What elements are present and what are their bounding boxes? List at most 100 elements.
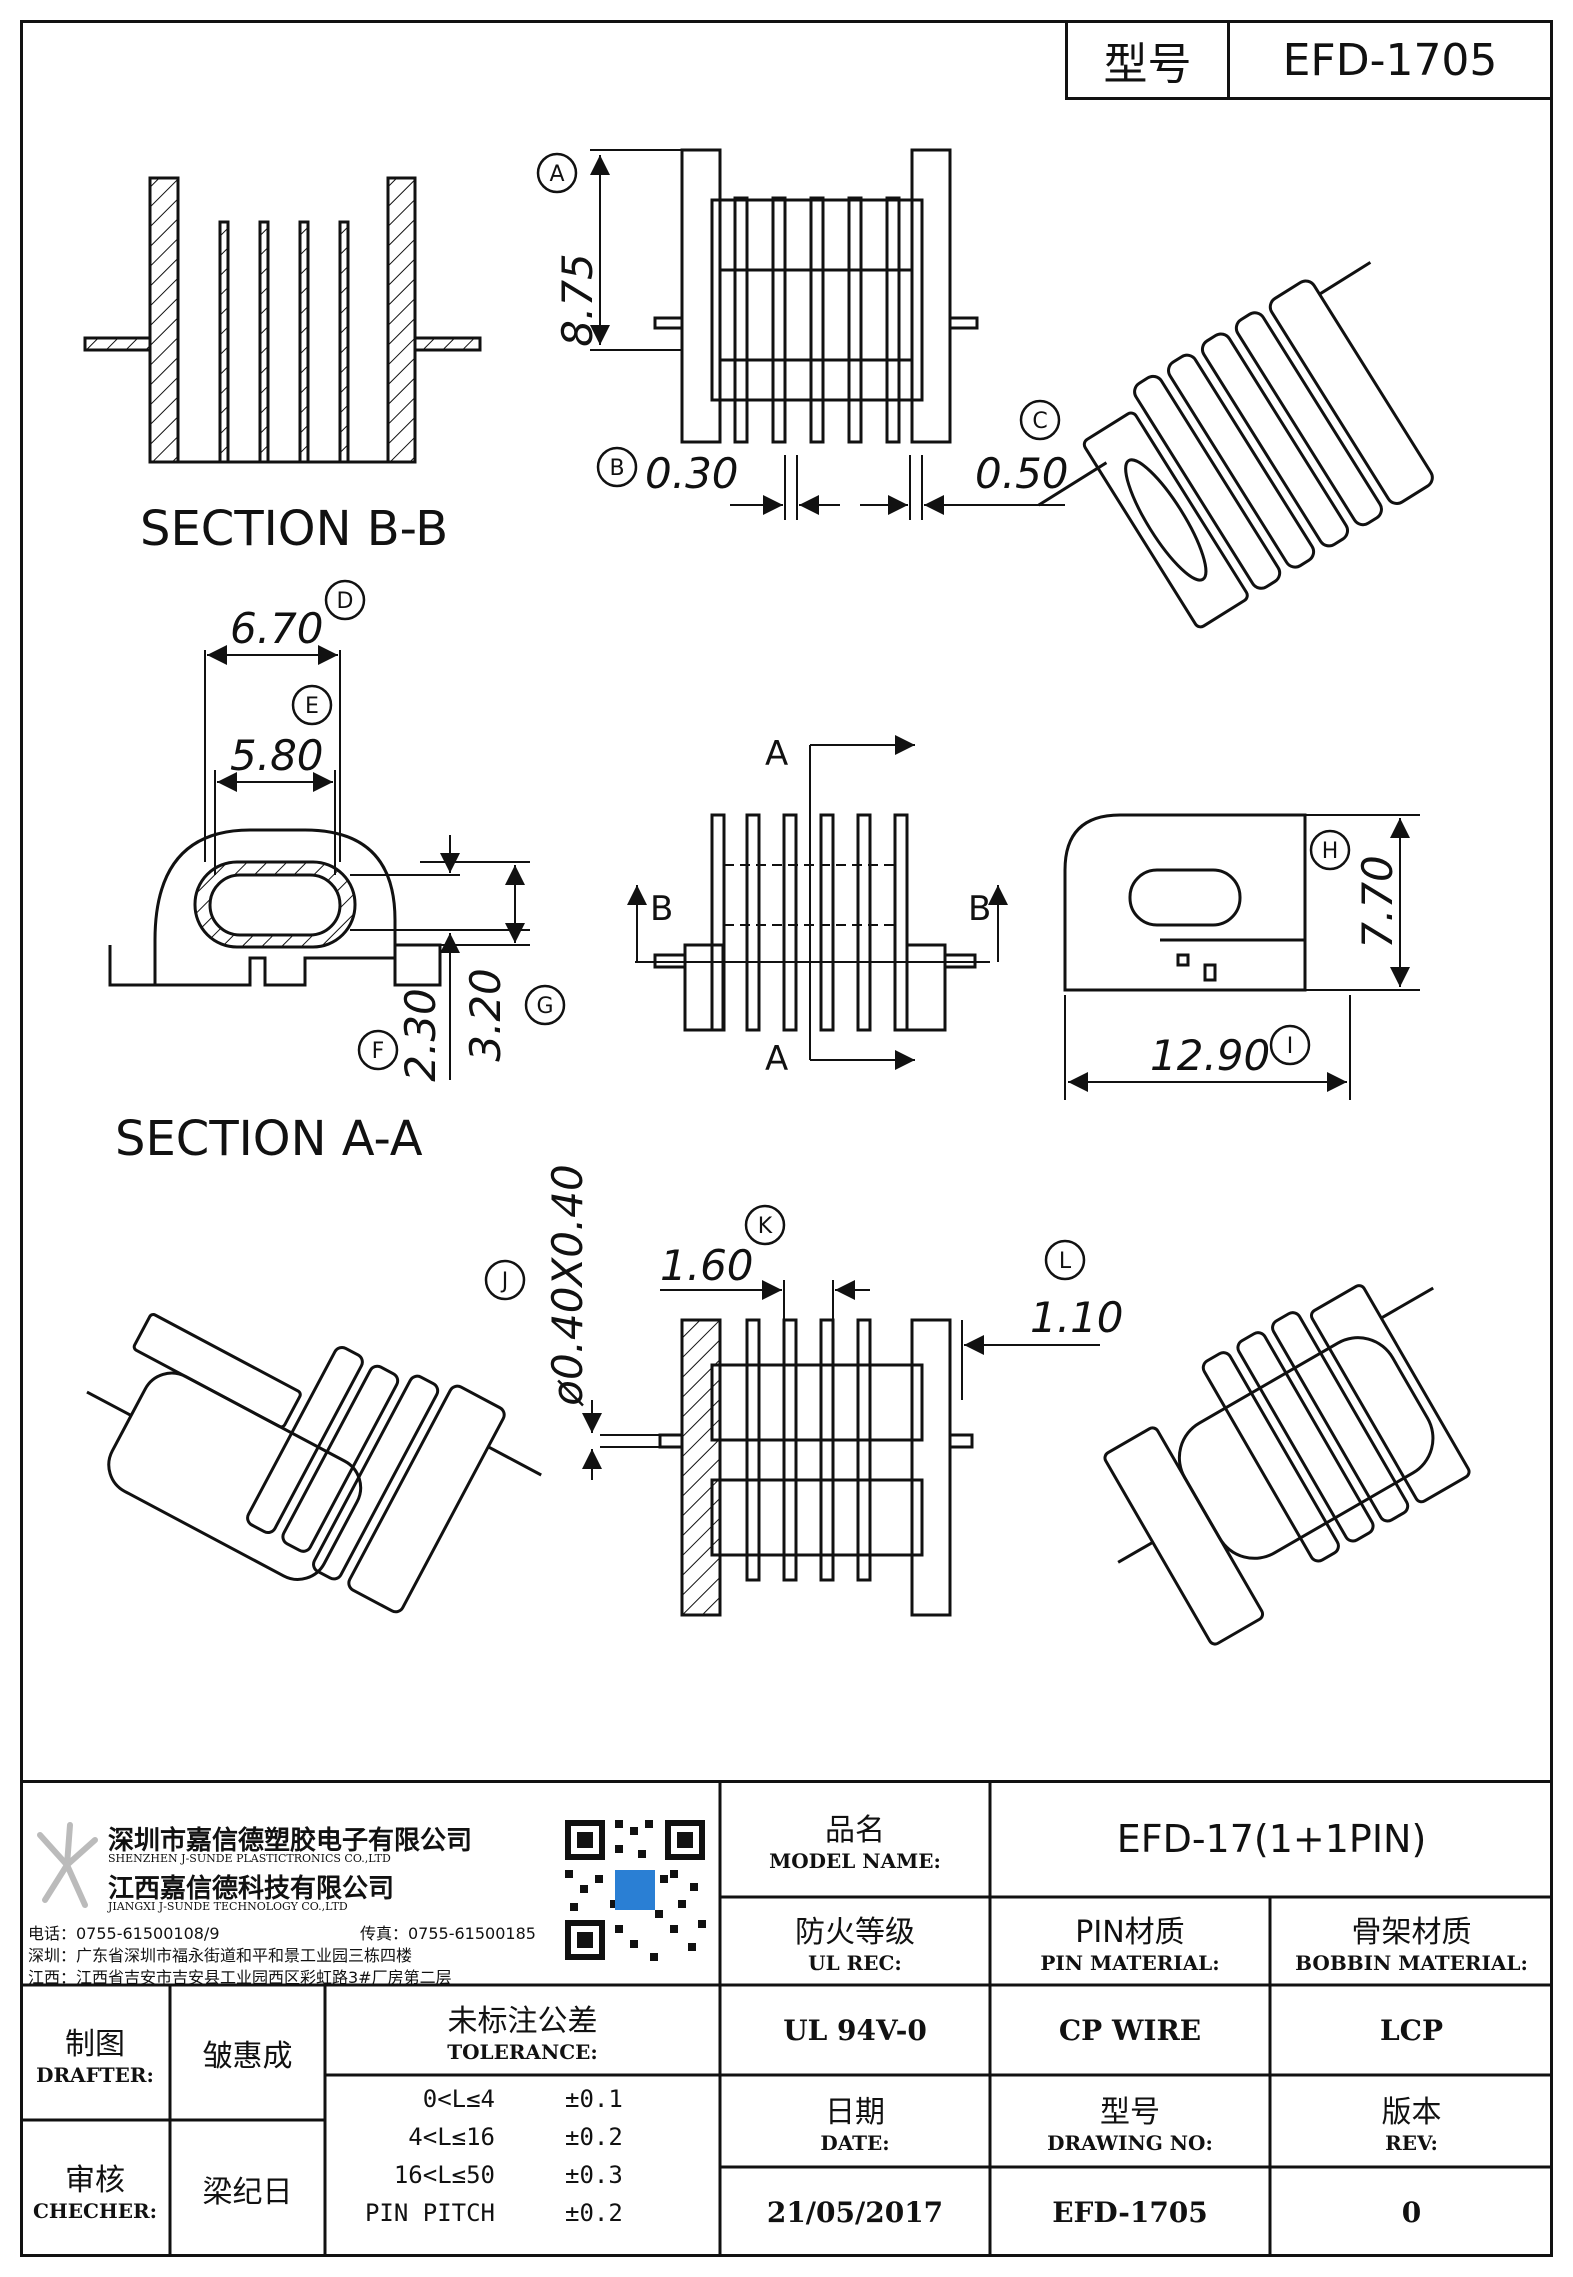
bobbin-material-en: BOBBIN MATERIAL: [1295, 1951, 1528, 1975]
tag-i: I [1287, 1034, 1294, 1059]
tolerance-range: 16<L≤50 [393, 2161, 495, 2189]
date-value-cell: 21/05/2017 [720, 2167, 990, 2257]
qr-code [560, 1815, 710, 1965]
model-name-cn: 品名 [825, 1812, 885, 1848]
checker-name: 梁纪日 [202, 2174, 293, 2210]
tolerance-range: 0<L≤4 [422, 2085, 495, 2113]
pin-value-cell: CP WIRE [990, 1985, 1270, 2075]
tag-g: G [536, 994, 553, 1019]
drafter-en: DRAFTER: [36, 2062, 154, 2087]
iso-view-bottom-right [1103, 1284, 1471, 1646]
dimension-tags: A B C D E F G H I J K L [305, 162, 1338, 1294]
model-label-cell: 型号 [1065, 20, 1230, 100]
tag-e: E [305, 694, 319, 719]
checker-name-cell: 梁纪日 [170, 2120, 325, 2257]
pin-material-cell: PIN材质 PIN MATERIAL: [990, 1897, 1270, 1985]
center-view [627, 735, 1008, 1070]
technical-drawing: A B C D E F G H I J K L 8.75 0.30 0.50 6… [83, 148, 1471, 1646]
cut-label-b-left: B [650, 889, 673, 929]
drawing-no-en: DRAWING NO: [1047, 2131, 1213, 2155]
tolerance-en: TOLERANCE: [447, 2040, 598, 2064]
drafter-label-cell: 制图 DRAFTER: [20, 1985, 170, 2120]
section-bb-view [83, 176, 482, 464]
tag-l: L [1059, 1249, 1072, 1274]
bobbin-value: LCP [1379, 2013, 1444, 2047]
pin-material-en: PIN MATERIAL: [1040, 1951, 1220, 1975]
checker-label-cell: 审核 CHECHER: [20, 2120, 170, 2257]
ul-rec-cn: 防火等级 [795, 1915, 915, 1950]
tolerance-value: ±0.2 [565, 2199, 623, 2227]
drawing-frame [20, 20, 1553, 2257]
dimension-values: 8.75 0.30 0.50 6.70 5.80 2.30 3.20 7.70 … [230, 253, 1402, 1407]
drafter-name: 皱惠成 [202, 2038, 293, 2074]
model-value: EFD-1705 [1282, 34, 1498, 86]
model-value-cell: EFD-1705 [1227, 20, 1553, 100]
rev-value-cell: 0 [1270, 2167, 1553, 2257]
tolerance-table: 0<L≤4 ±0.1 4<L≤16 ±0.2 16<L≤50 ±0.3 PIN … [325, 2080, 720, 2255]
model-name-value-cell: EFD-17(1+1PIN) [990, 1780, 1553, 1897]
company-logo [30, 1820, 105, 1915]
tolerance-cn: 未标注公差 [447, 2004, 598, 2039]
tolerance-value: ±0.1 [565, 2085, 623, 2113]
tag-j: J [500, 1269, 509, 1294]
address-jiangxi: 江西：江西省吉安市吉安县工业园西区彩虹路3#厂房第二层 [28, 1968, 452, 1987]
bobbin-material-cn: 骨架材质 [1351, 1915, 1472, 1950]
rev-label-cell: 版本 REV: [1270, 2075, 1553, 2167]
company-name-en-2: JIANGXI J-SUNDE TECHNOLOGY CO.,LTD [108, 1900, 348, 1913]
phone: 电话：0755-61500108/9 [28, 1924, 220, 1943]
section-bb-title: SECTION B-B [140, 501, 448, 557]
drawing-no-label-cell: 型号 DRAWING NO: [990, 2075, 1270, 2167]
dim-g-value: 3.20 [461, 968, 510, 1062]
company-name-en-1: SHENZHEN J-SUNDE PLASTICTRONICS CO.,LTD [108, 1852, 391, 1865]
drafter-name-cell: 皱惠成 [170, 1985, 325, 2120]
section-aa-title: SECTION A-A [115, 1111, 423, 1167]
dim-f-value: 2.30 [396, 988, 445, 1082]
ul-rec-cell: 防火等级 UL REC: [720, 1897, 990, 1985]
dim-l-value: 1.10 [1030, 1293, 1124, 1342]
drawing-no-value: EFD-1705 [1052, 2195, 1208, 2229]
dim-a-value: 8.75 [553, 253, 602, 347]
model-name-en: MODEL NAME: [769, 1848, 941, 1873]
date-label-cell: 日期 DATE: [720, 2075, 990, 2167]
tag-k: K [758, 1214, 773, 1239]
section-aa-view [108, 645, 530, 1080]
ul-value-cell: UL 94V-0 [720, 1985, 990, 2075]
bottom-front-view [582, 1280, 1100, 1617]
cut-label-a-top: A [765, 734, 788, 774]
rev-en: REV: [1385, 2131, 1438, 2155]
tolerance-value: ±0.3 [565, 2161, 623, 2189]
date-cn: 日期 [825, 2095, 885, 2130]
model-label: 型号 [1103, 39, 1192, 90]
drawing-no-cn: 型号 [1100, 2095, 1160, 2130]
date-en: DATE: [820, 2131, 890, 2155]
address-shenzhen: 深圳：广东省深圳市福永街道和平和景工业园三栋四楼 [28, 1946, 413, 1965]
tolerance-value: ±0.2 [565, 2123, 623, 2151]
bobbin-value-cell: LCP [1270, 1985, 1553, 2075]
cut-label-b-right: B [968, 889, 991, 929]
company-name-cn-1: 深圳市嘉信德塑胶电子有限公司 [108, 1826, 473, 1856]
tag-c: C [1032, 409, 1047, 434]
fax: 传真：0755-61500185 [360, 1924, 536, 1943]
front-view [590, 148, 1065, 520]
dim-i-value: 12.90 [1150, 1031, 1270, 1080]
rev-cn: 版本 [1381, 2095, 1442, 2130]
side-view [1063, 813, 1420, 1100]
tolerance-label-cell: 未标注公差 TOLERANCE: [325, 1985, 720, 2075]
drawing-no-value-cell: EFD-1705 [990, 2167, 1270, 2257]
tolerance-range: 4<L≤16 [408, 2123, 495, 2151]
drafter-cn: 制图 [65, 2026, 125, 2062]
dim-c-value: 0.50 [975, 449, 1069, 498]
company-block: 深圳市嘉信德塑胶电子有限公司 SHENZHEN J-SUNDE PLASTICT… [20, 1810, 720, 1988]
tag-d: D [337, 589, 354, 614]
bobbin-material-cell: 骨架材质 BOBBIN MATERIAL: [1270, 1897, 1553, 1985]
tag-h: H [1322, 839, 1339, 864]
tag-a: A [549, 162, 564, 187]
ul-rec-en: UL REC: [808, 1951, 902, 1975]
pin-material-cn: PIN材质 [1075, 1915, 1185, 1950]
dim-d-value: 6.70 [230, 604, 324, 653]
dim-h-value: 7.70 [1353, 855, 1402, 949]
cut-label-a-bottom: A [765, 1039, 788, 1079]
checker-en: CHECHER: [32, 2198, 158, 2223]
date-value: 21/05/2017 [766, 2195, 944, 2229]
tolerance-range: PIN PITCH [364, 2199, 495, 2227]
